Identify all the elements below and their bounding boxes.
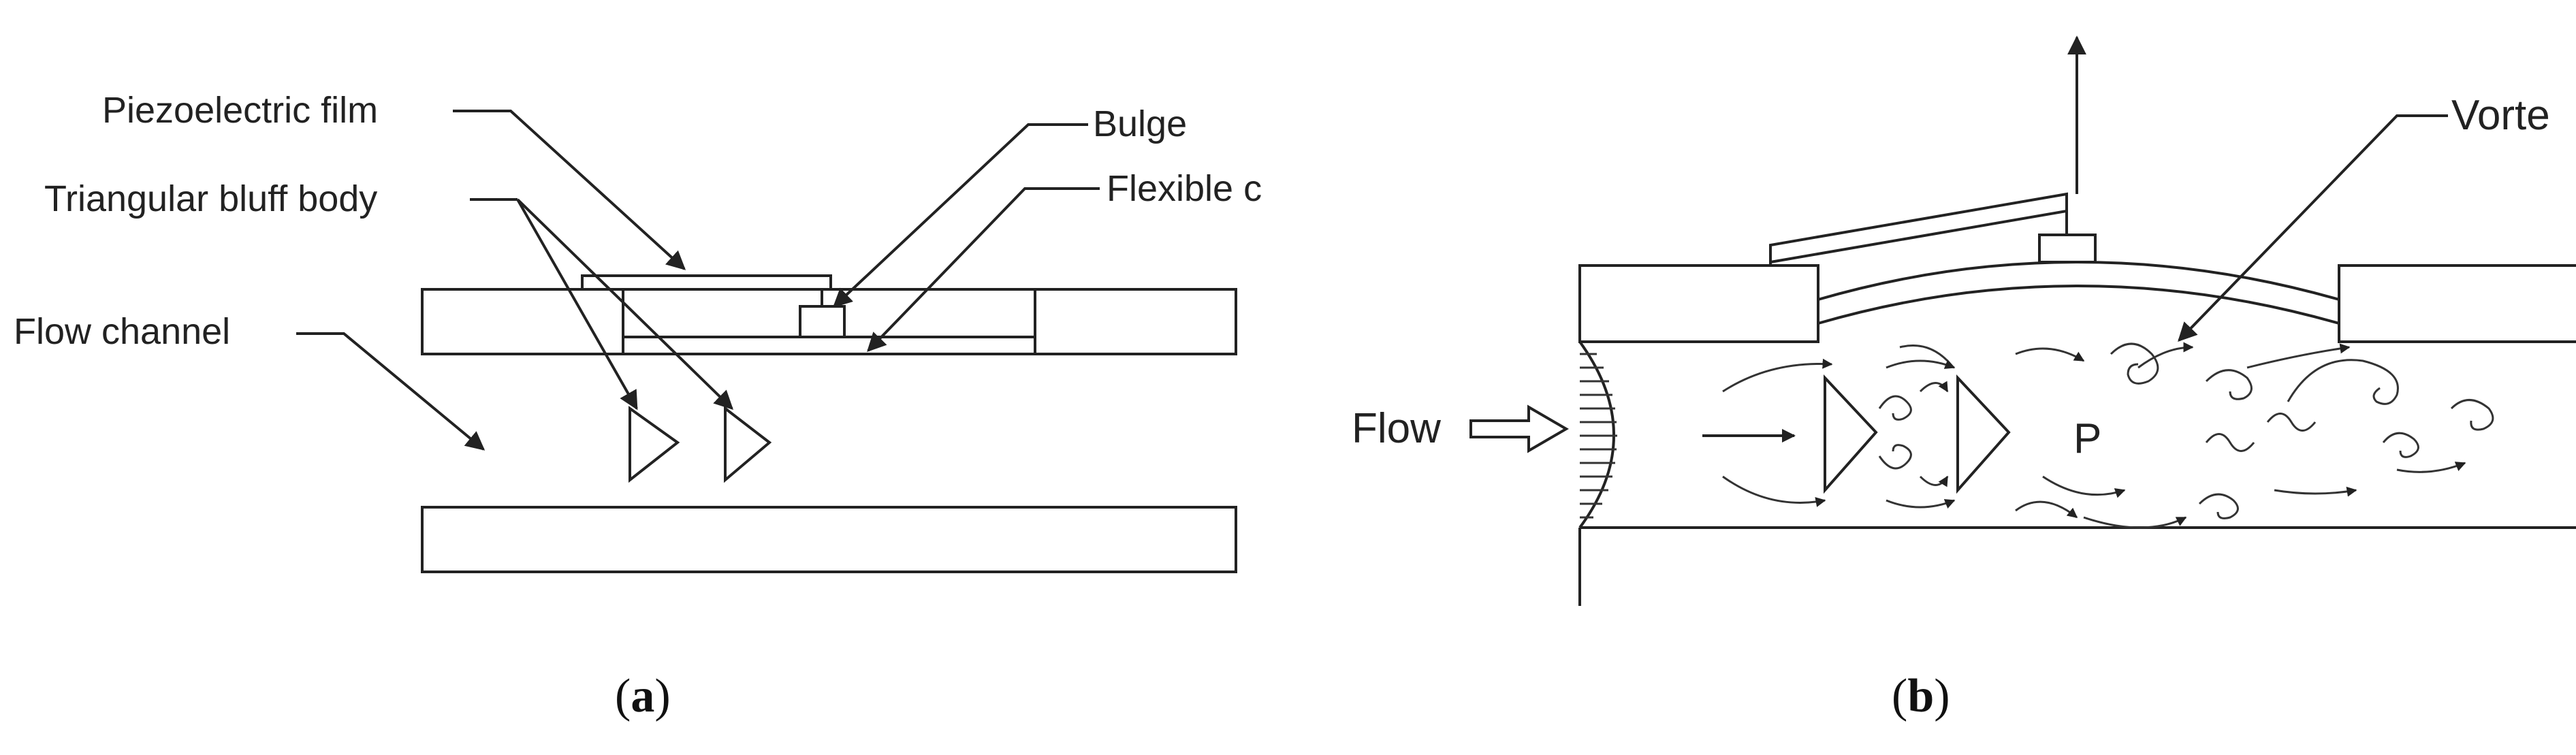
leader-channel bbox=[296, 332, 486, 451]
bulge-b bbox=[2038, 234, 2097, 263]
velocity-profile-hatching bbox=[1580, 353, 1617, 519]
flexible-cover bbox=[622, 288, 1036, 355]
label-piezoelectric-film: Piezoelectric film bbox=[102, 90, 378, 131]
leader-flexible bbox=[867, 187, 1100, 353]
label-triangular-bluff-body: Triangular bluff body bbox=[44, 178, 377, 219]
bluff-body-b-2 bbox=[1956, 374, 2011, 494]
bluff-body-1 bbox=[629, 406, 680, 483]
upper-wall-left bbox=[421, 288, 624, 355]
piezoelectric-film bbox=[581, 274, 832, 291]
label-flow: Flow bbox=[1352, 405, 1441, 452]
bluff-body-2 bbox=[724, 405, 772, 483]
caption-a: (a) bbox=[615, 670, 671, 722]
flow-hollow-arrow bbox=[1469, 404, 1569, 453]
piezo-beam bbox=[1769, 192, 2068, 266]
vortex-streamlines bbox=[1722, 342, 2494, 529]
flexible-cover-b-inner bbox=[1817, 285, 2340, 325]
caption-b: (b) bbox=[1892, 670, 1950, 722]
leader-bluff-2 bbox=[516, 198, 734, 410]
bulge bbox=[799, 305, 846, 338]
bluff-body-b-1 bbox=[1824, 374, 1878, 494]
leader-bluff-1 bbox=[516, 199, 638, 411]
upper-wall-left-b bbox=[1578, 264, 1819, 343]
upper-wall-right-b bbox=[2338, 264, 2576, 343]
label-flow-channel: Flow channel bbox=[14, 311, 230, 352]
lower-wall bbox=[421, 506, 1237, 573]
leader-vortex bbox=[2178, 114, 2448, 342]
upper-wall-right bbox=[1034, 288, 1237, 355]
flexible-cover-b-outer bbox=[1817, 261, 2340, 301]
label-bulge: Bulge bbox=[1093, 103, 1187, 144]
label-pressure: P bbox=[2073, 415, 2101, 462]
leader-bulge bbox=[832, 123, 1088, 308]
panel-a: Piezoelectric film Triangular bluff body… bbox=[14, 90, 1262, 722]
label-flexible-cover: Flexible c bbox=[1107, 168, 1262, 209]
leader-piezo bbox=[453, 110, 686, 270]
panel-b: Flow bbox=[1352, 35, 2576, 722]
label-vortex: Vorte bbox=[2451, 92, 2550, 139]
